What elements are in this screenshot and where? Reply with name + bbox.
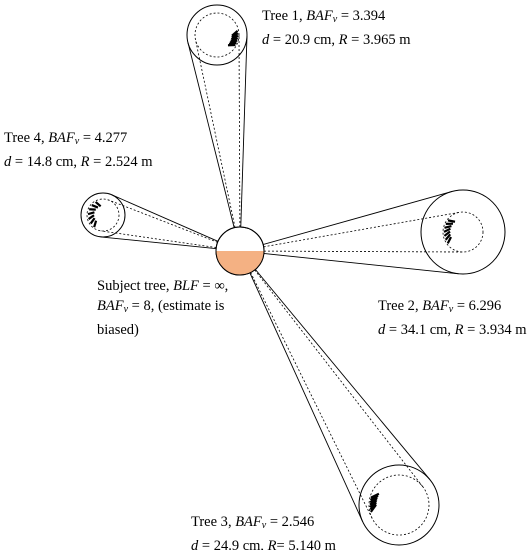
tree-2-line-1: Tree 2, BAFv = 6.296 bbox=[378, 298, 502, 315]
tree-1-line-2: d = 20.9 cm, R = 3.965 m bbox=[262, 32, 411, 48]
tree-4-tangent-solid-1 bbox=[111, 194, 237, 250]
subject-line-1: Subject tree, BLF = ∞, bbox=[97, 278, 229, 294]
tree-4-outer-circle bbox=[80, 192, 126, 238]
tree-2-hatching bbox=[443, 219, 456, 244]
tree-3-outer-circle bbox=[358, 464, 440, 546]
subject-line-3: biased) bbox=[97, 322, 139, 338]
tree-1-tangent-solid-1 bbox=[239, 35, 248, 248]
tree-1-outer-circle bbox=[186, 4, 248, 66]
tree-3-stem-circle bbox=[368, 474, 430, 536]
tree-2-stem-circle bbox=[442, 211, 484, 253]
tree-3-tangent-dotted-2 bbox=[239, 250, 424, 487]
tree-1-drawing bbox=[186, 4, 248, 252]
tree-4-line-1: Tree 4, BAFv = 4.277 bbox=[4, 130, 128, 147]
subject-tree-fill bbox=[216, 251, 264, 275]
tree-4-stem-circle bbox=[86, 198, 120, 232]
subject-tree-drawing bbox=[215, 226, 265, 276]
tree-1-label: Tree 1, BAFv = 3.394 d = 20.9 cm, R = 3.… bbox=[262, 6, 410, 50]
tree-3-tangent-dotted-1 bbox=[239, 250, 373, 519]
subject-line-2: BAFv = 8, (estimate is bbox=[97, 298, 225, 315]
tree-2-tangent-solid-1 bbox=[243, 250, 459, 275]
tree-2-tangent-dotted-1 bbox=[239, 250, 463, 253]
tree-1-tangent-dotted-1 bbox=[238, 34, 241, 252]
tree-4-tangent-solid-2 bbox=[100, 236, 237, 252]
tree-3-drawing bbox=[239, 250, 440, 546]
tree-4-tangent-dotted-2 bbox=[100, 230, 241, 252]
tree-1-tangent-dotted-2 bbox=[195, 39, 241, 252]
subject-tree-label: Subject tree, BLF = ∞, BAFv = 8, (estima… bbox=[97, 276, 228, 340]
tree-2-outer-circle bbox=[420, 189, 506, 275]
tree-4-label: Tree 4, BAFv = 4.277 d = 14.8 cm, R = 2.… bbox=[4, 128, 152, 172]
tree-3-hatching bbox=[369, 492, 380, 513]
tree-4-line-2: d = 14.8 cm, R = 2.524 m bbox=[4, 154, 153, 170]
tree-2-drawing bbox=[239, 189, 506, 275]
tree-2-tangent-dotted-2 bbox=[239, 211, 460, 252]
tree-1-hatching bbox=[227, 30, 239, 47]
tree-4-tangent-dotted-1 bbox=[108, 199, 241, 252]
tree-1-tangent-solid-2 bbox=[187, 42, 240, 248]
tree-1-line-1: Tree 1, BAFv = 3.394 bbox=[262, 8, 386, 25]
tree-3-line-2: d = 24.9 cm, R= 5.140 m bbox=[191, 538, 336, 550]
tree-2-tangent-solid-2 bbox=[243, 191, 452, 251]
tree-2-label: Tree 2, BAFv = 6.296 d = 34.1 cm, R = 3.… bbox=[378, 296, 526, 340]
tree-3-line-1: Tree 3, BAFv = 2.546 bbox=[191, 514, 315, 531]
tree-3-tangent-solid-1 bbox=[241, 254, 363, 522]
tree-3-label: Tree 3, BAFv = 2.546 d = 24.9 cm, R= 5.1… bbox=[191, 512, 336, 550]
subject-tree-outline bbox=[215, 226, 265, 276]
tree-2-line-2: d = 34.1 cm, R = 3.934 m bbox=[378, 322, 527, 338]
tree-4-hatching bbox=[87, 201, 102, 228]
tree-4-drawing bbox=[80, 192, 241, 252]
tree-3-tangent-solid-2 bbox=[241, 253, 431, 480]
